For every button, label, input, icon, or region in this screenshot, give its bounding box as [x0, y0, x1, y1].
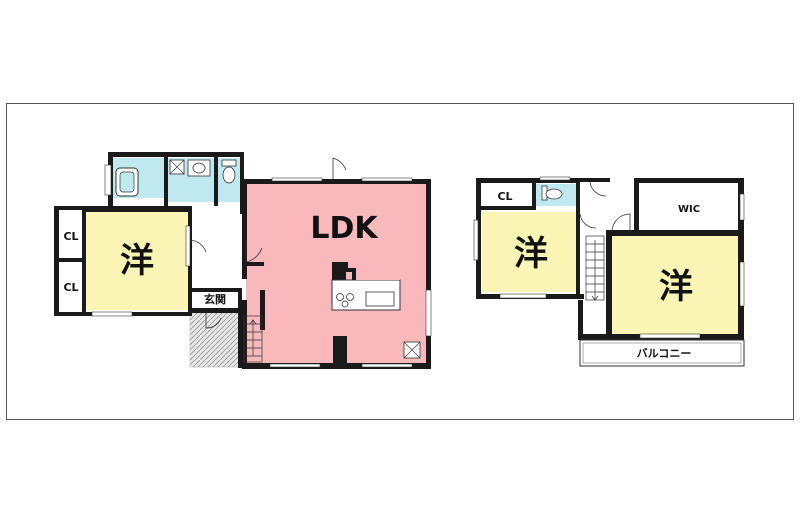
closet2 — [482, 184, 532, 208]
second-floor-windows — [473, 176, 745, 339]
closet2-label: CL — [497, 190, 512, 203]
balcony — [579, 339, 745, 367]
western-left-fill — [482, 212, 580, 292]
first-floor: 洋 LDK CL CL 玄関 — [54, 152, 432, 369]
wic-label: WIC — [678, 204, 700, 215]
second-floor-doors — [579, 181, 631, 233]
toilet-fixture — [221, 159, 237, 184]
entrance-tile-hatch — [190, 313, 242, 367]
bathtub-fixture — [115, 167, 139, 197]
closet-bottom-label: CL — [63, 281, 78, 294]
stairs-second — [585, 235, 605, 301]
balcony-label: バルコニー — [637, 347, 692, 360]
washer-box — [169, 159, 185, 175]
ldk-label: LDK — [310, 211, 379, 246]
toilet2-fixture — [541, 185, 563, 201]
stairs-first — [243, 315, 263, 363]
kitchen-counter — [331, 262, 401, 311]
closet-top-label: CL — [63, 230, 78, 243]
fridge-box — [403, 341, 421, 359]
wic-room — [640, 184, 738, 230]
western-room-label: 洋 — [120, 241, 154, 281]
second-floor: 洋 洋 CL WIC バルコニー — [473, 176, 745, 367]
first-floor-doors — [189, 157, 347, 329]
western-room-fill — [86, 212, 188, 310]
entrance-label: 玄関 — [204, 292, 226, 306]
closet-bottom — [58, 262, 84, 312]
closet-top — [58, 210, 84, 260]
sink-fixture — [187, 159, 211, 177]
first-floor-windows — [91, 164, 432, 368]
western-right-label: 洋 — [659, 267, 693, 307]
western-right-fill — [612, 236, 738, 334]
western-left-label: 洋 — [514, 234, 548, 274]
